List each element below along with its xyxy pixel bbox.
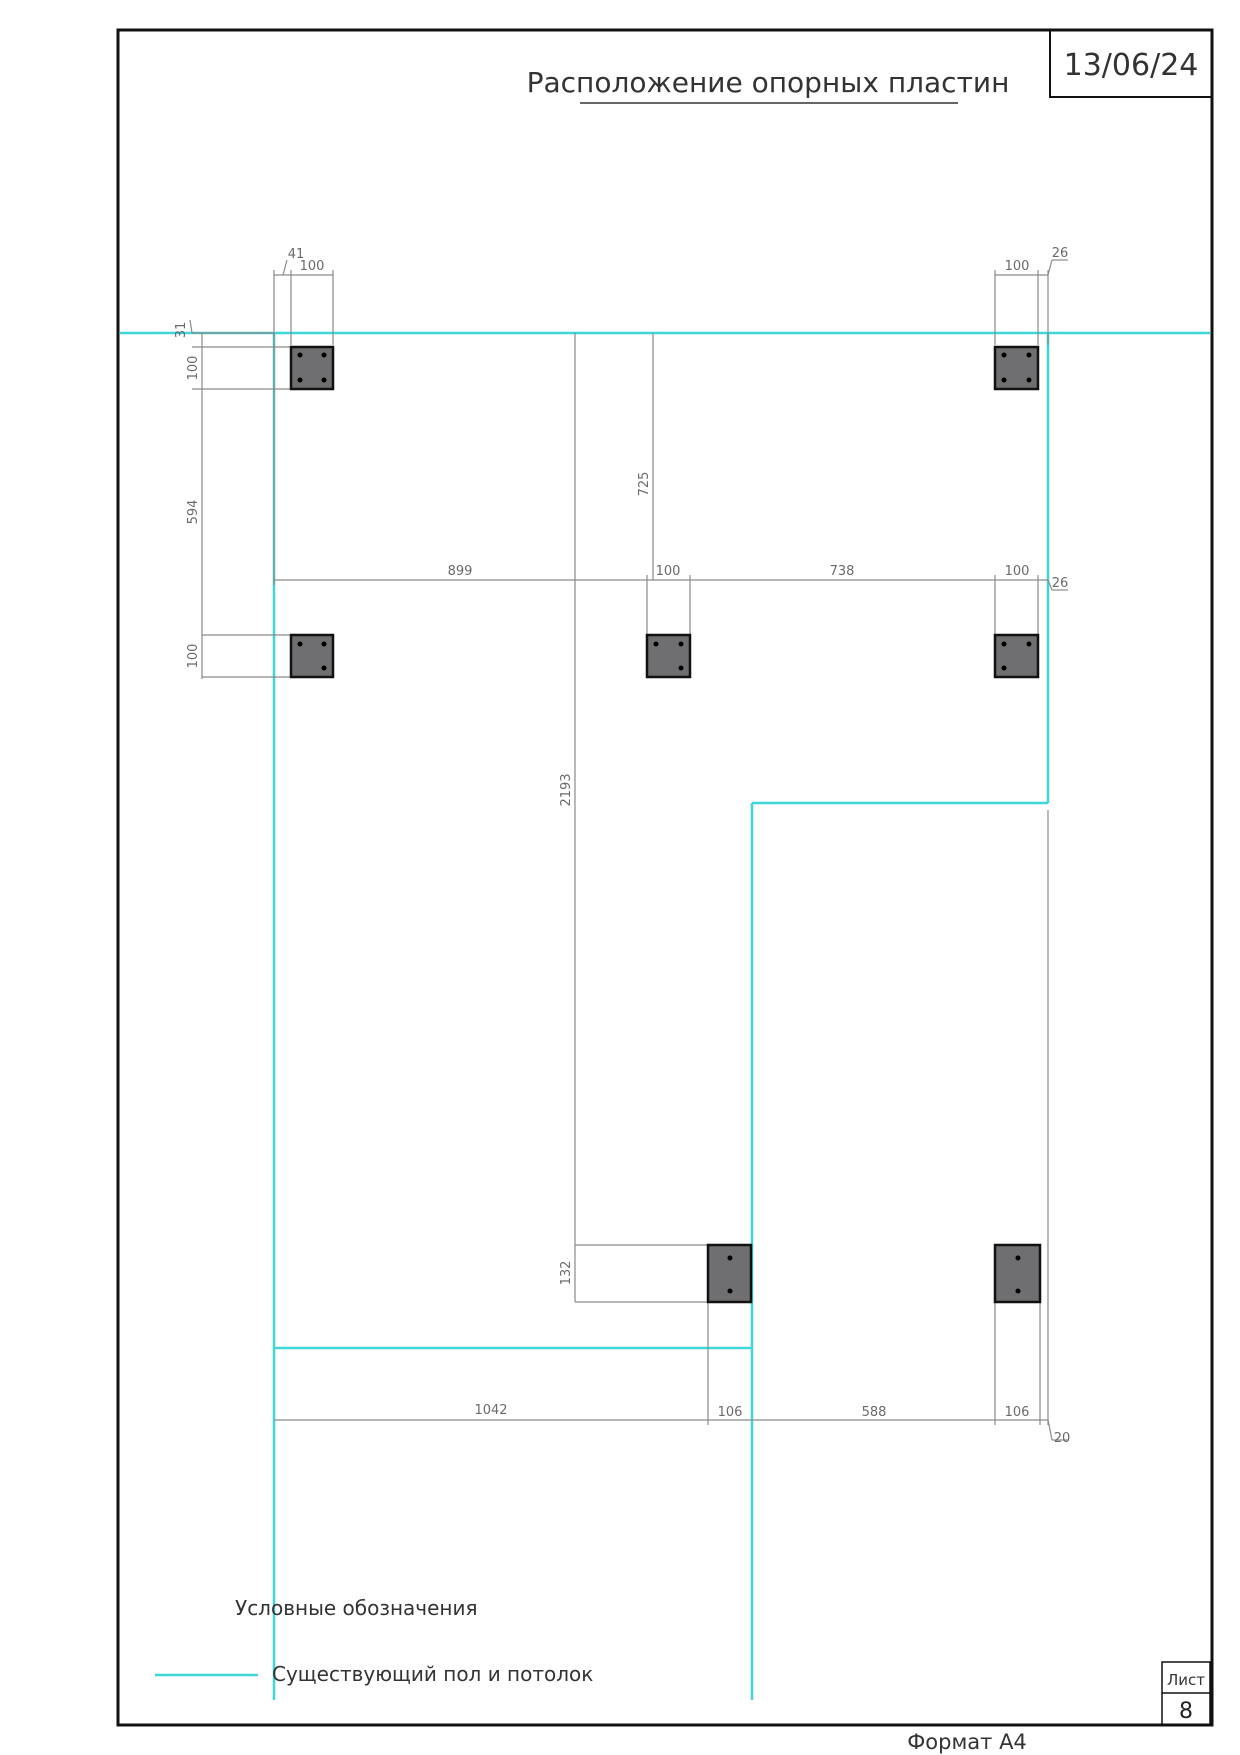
dim-bottom-right-width: 106 (1005, 1405, 1030, 1420)
dim-row2-right-offset: 26 (1052, 576, 1069, 591)
dimension-lines (189, 259, 1068, 1441)
dim-top-left-offset: 41 (288, 247, 305, 262)
support-plate (993, 1243, 1042, 1304)
dim-left-gap: 594 (186, 500, 201, 525)
dim-row2-gap: 738 (830, 564, 855, 579)
support-plate (289, 633, 335, 679)
dim-top-right-width: 100 (1005, 259, 1030, 274)
dim-mid-vertical: 725 (637, 472, 652, 497)
dim-row2-span: 899 (448, 564, 473, 579)
dim-bottom-plate-height: 132 (559, 1261, 574, 1286)
support-plate (645, 633, 692, 679)
dim-row2-right-width: 100 (1005, 564, 1030, 579)
dim-left-plate-height: 100 (186, 356, 201, 381)
sheet-number-box: Лист 8 (1161, 1661, 1211, 1726)
dim-row2-center-width: 100 (656, 564, 681, 579)
dim-long-vertical: 2193 (559, 773, 574, 806)
drawing-date: 13/06/24 (1064, 48, 1199, 83)
dim-left-top-offset: 31 (174, 322, 189, 339)
date-box (1049, 29, 1213, 98)
support-plates (289, 345, 1042, 1304)
paper-format: Формат А4 (907, 1730, 1027, 1754)
drawing-title: Расположение опорных пластин (527, 66, 1010, 99)
legend-heading: Условные обозначения (235, 1596, 478, 1620)
sheet-number: 8 (1179, 1699, 1193, 1724)
dimension-labels: 41 100 100 26 31 100 594 100 725 899 100… (174, 246, 1070, 1446)
legend: Условные обозначения Существующий пол и … (155, 1596, 593, 1686)
dim-top-left-width: 100 (300, 259, 325, 274)
dim-left-plate2-height: 100 (186, 644, 201, 669)
existing-floor-ceiling-lines (120, 331, 1210, 1700)
support-plate (706, 1243, 753, 1304)
support-plate (993, 633, 1040, 679)
dim-bottom-right-offset: 20 (1054, 1431, 1071, 1446)
sheet-label: Лист (1167, 1671, 1205, 1689)
support-plate (993, 345, 1040, 391)
support-plate (289, 345, 335, 391)
dim-bottom-gap: 588 (862, 1405, 887, 1420)
dim-bottom-center-width: 106 (718, 1405, 743, 1420)
dim-bottom-span: 1042 (474, 1403, 507, 1418)
drawing-frame (116, 28, 1214, 1727)
dim-top-right-offset: 26 (1052, 246, 1069, 261)
legend-item-label: Существующий пол и потолок (272, 1662, 593, 1686)
